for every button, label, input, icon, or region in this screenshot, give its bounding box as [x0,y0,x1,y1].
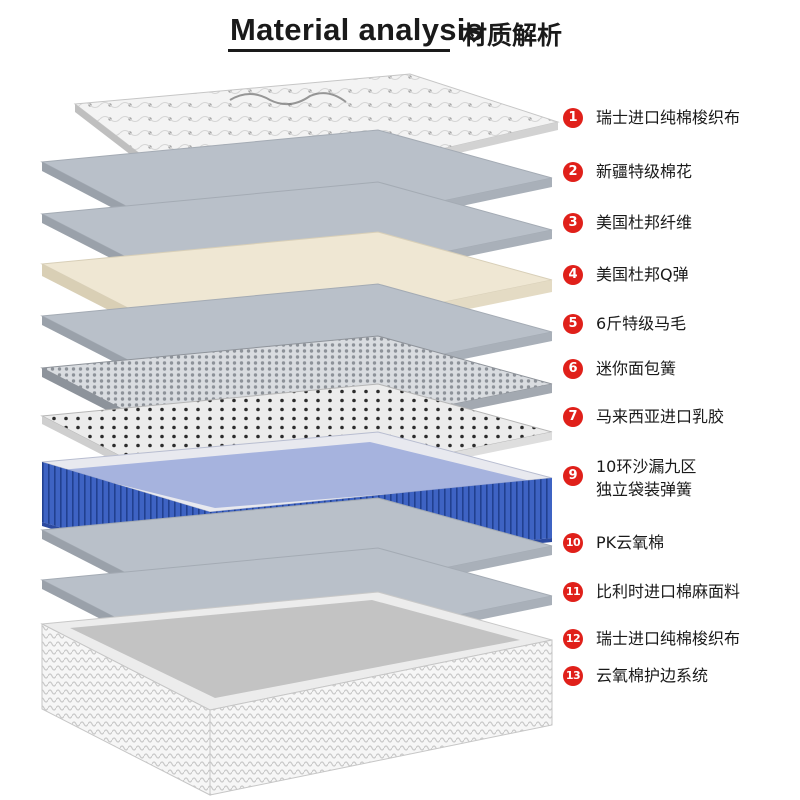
legend-label: 新疆特级棉花 [596,161,692,183]
layer-12-base-frame [42,592,552,795]
legend-badge: 13 [563,666,583,686]
legend-label-line-2: 独立袋装弹簧 [596,479,692,501]
legend-label: 美国杜邦纤维 [596,212,692,234]
legend-badge: 9 [563,466,583,486]
legend-item-3: 3 美国杜邦纤维 [560,211,800,251]
legend-badge: 12 [563,629,583,649]
legend-badge: 11 [563,582,583,602]
legend-label: 6斤特级马毛 [596,313,686,335]
mattress-layer-stack [0,0,560,800]
legend-item-12: 12 瑞士进口纯棉梭织布 [560,627,800,667]
legend-badge: 10 [563,533,583,553]
legend-item-2: 2 新疆特级棉花 [560,160,800,200]
legend-item-7: 7 马来西亚进口乳胶 [560,405,800,445]
legend-label: 迷你面包簧 [596,358,676,380]
legend-badge: 3 [563,213,583,233]
legend-label-line-1: 10环沙漏九区 [596,456,696,478]
legend-label: 马来西亚进口乳胶 [596,406,724,428]
material-legend: 1 瑞士进口纯棉梭织布 2 新疆特级棉花 3 美国杜邦纤维 4 美国杜邦Q弹 5… [560,0,800,800]
legend-badge: 4 [563,265,583,285]
legend-item-1: 1 瑞士进口纯棉梭织布 [560,106,800,146]
legend-badge: 6 [563,359,583,379]
legend-badge: 2 [563,162,583,182]
legend-label: 美国杜邦Q弹 [596,264,689,286]
legend-label: 云氧棉护边系统 [596,665,708,687]
legend-item-9: 9 10环沙漏九区 独立袋装弹簧 [560,458,800,508]
legend-item-10: 10 PK云氧棉 [560,531,800,571]
legend-item-13: 13 云氧棉护边系统 [560,664,800,704]
legend-item-11: 11 比利时进口棉麻面料 [560,580,800,620]
legend-badge: 1 [563,108,583,128]
legend-badge: 5 [563,314,583,334]
legend-label: PK云氧棉 [596,532,664,554]
legend-badge: 7 [563,407,583,427]
legend-label: 瑞士进口纯棉梭织布 [596,107,740,129]
legend-label: 瑞士进口纯棉梭织布 [596,628,740,650]
legend-item-5: 5 6斤特级马毛 [560,312,800,352]
legend-label: 比利时进口棉麻面料 [596,581,740,603]
legend-item-6: 6 迷你面包簧 [560,357,800,397]
legend-item-4: 4 美国杜邦Q弹 [560,263,800,303]
